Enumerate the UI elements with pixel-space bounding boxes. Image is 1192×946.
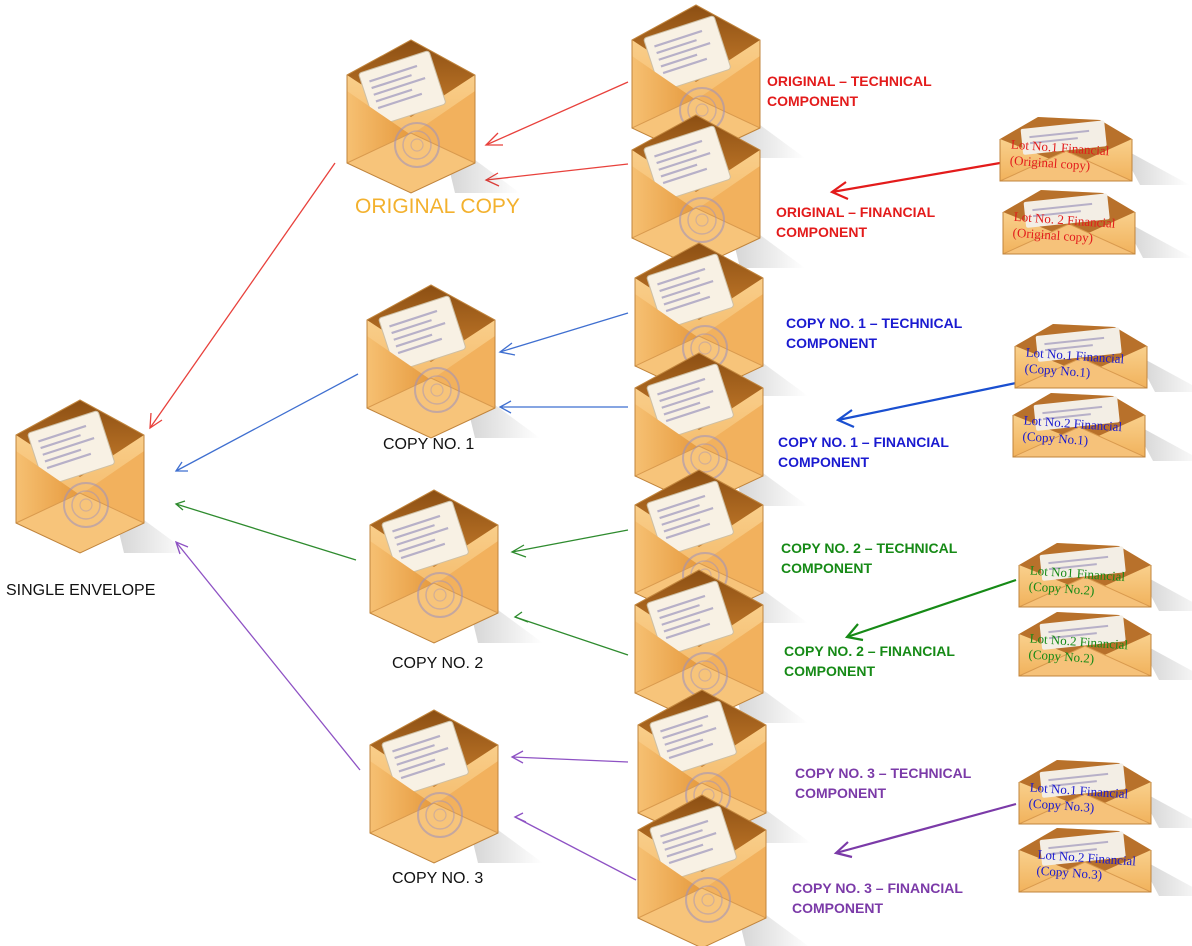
c3-technical-label: COPY NO. 3 – TECHNICAL COMPONENT — [795, 765, 972, 801]
arrow-c1-tech-head — [498, 342, 516, 356]
copy2-label: COPY NO. 2 — [392, 655, 484, 672]
arrow-c1-lot-head — [835, 409, 855, 429]
c1-lot2-text-line1: Lot No.2 Financial — [1023, 412, 1123, 434]
arrow-c3-lot — [835, 802, 1017, 855]
arrow-c3-tech — [511, 756, 629, 763]
c1-technical-label: COPY NO. 1 – TECHNICAL COMPONENT — [786, 315, 963, 351]
c1-lot1-text-line1: Lot No.1 Financial — [1025, 345, 1125, 367]
arrow-c3-to-single — [175, 541, 361, 771]
arrow-orig-lot — [831, 161, 1001, 194]
c3-lot1-text-line2: (Copy No.3) — [1028, 795, 1095, 815]
c1-financial-label: COPY NO. 1 – FINANCIAL COMPONENT — [778, 434, 949, 470]
copy2-envelope-icon — [369, 489, 544, 644]
copy1-label: COPY NO. 1 — [383, 436, 475, 453]
arrow-c3-fin — [514, 816, 637, 881]
c3-lot2-text-line2: (Copy No.3) — [1036, 863, 1103, 883]
arrow-orig-tech-head — [484, 132, 503, 146]
original-copy-label: ORIGINAL COPY — [355, 195, 520, 218]
arrow-c2-tech — [511, 529, 629, 553]
original-copy-envelope-icon — [346, 39, 521, 194]
c3-financial-envelope-icon — [637, 794, 812, 946]
arrow-c1-fin-head — [498, 400, 512, 414]
c2-lot1-text-line2: (Copy No.2) — [1028, 578, 1095, 598]
arrow-c3-fin-head — [513, 812, 527, 823]
arrow-c2-fin-head — [513, 611, 529, 623]
orig-lot1-text-line2: (Original copy) — [1009, 153, 1090, 174]
arrow-orig-tech — [485, 81, 629, 146]
orig-lot2-text-line2: (Original copy) — [1012, 225, 1093, 246]
arrow-orig-to-single — [149, 162, 336, 429]
arrow-c3-lot-head — [833, 841, 853, 859]
c2-technical-label: COPY NO. 2 – TECHNICAL COMPONENT — [781, 540, 958, 576]
c3-lot2-text-line1: Lot No.2 Financial — [1037, 847, 1137, 869]
orig-technical-label: ORIGINAL – TECHNICAL COMPONENT — [767, 73, 932, 109]
c1-lot2-text-line2: (Copy No.1) — [1022, 428, 1089, 448]
orig-lot1-text-line1: Lot No.1 Financial — [1010, 137, 1110, 159]
orig-lot2-text-line1: Lot No. 2 Financial — [1013, 209, 1116, 231]
arrow-c1-lot — [837, 381, 1017, 422]
c2-financial-label: COPY NO. 2 – FINANCIAL COMPONENT — [784, 643, 955, 679]
arrow-c1-to-single-head — [174, 461, 188, 472]
arrow-c2-to-single-head — [174, 500, 186, 511]
c2-lot1-text-line1: Lot No1 Financial — [1029, 562, 1126, 584]
single-envelope-label: SINGLE ENVELOPE — [6, 582, 156, 599]
c2-lot2-text-line2: (Copy No.2) — [1028, 646, 1095, 666]
arrow-orig-to-single-head — [149, 412, 163, 430]
copy1-envelope-icon — [366, 284, 541, 439]
arrow-c2-lot — [846, 578, 1017, 639]
c1-lot1-text-line2: (Copy No.1) — [1024, 361, 1091, 381]
arrow-orig-lot-head — [829, 181, 849, 201]
arrow-c2-lot-head — [844, 623, 864, 642]
copy3-envelope-icon — [369, 709, 544, 864]
c3-financial-label: COPY NO. 3 – FINANCIAL COMPONENT — [792, 880, 963, 916]
orig-financial-envelope-icon — [631, 114, 806, 269]
arrow-c1-to-single — [175, 373, 359, 472]
arrow-c2-tech-head — [510, 544, 527, 558]
orig-financial-label: ORIGINAL – FINANCIAL COMPONENT — [776, 204, 936, 240]
arrow-c2-to-single — [175, 503, 357, 561]
c2-financial-envelope-icon — [634, 569, 809, 724]
arrow-c2-fin — [514, 616, 629, 656]
arrow-orig-fin — [485, 163, 629, 181]
c3-lot1-text-line1: Lot No.1 Financial — [1029, 779, 1129, 801]
arrow-c1-tech — [499, 312, 629, 353]
copy3-label: COPY NO. 3 — [392, 870, 484, 887]
arrow-c3-tech-head — [510, 750, 524, 764]
single-envelope-icon — [15, 399, 190, 554]
c2-lot2-text-line1: Lot No.2 Financial — [1029, 630, 1129, 652]
